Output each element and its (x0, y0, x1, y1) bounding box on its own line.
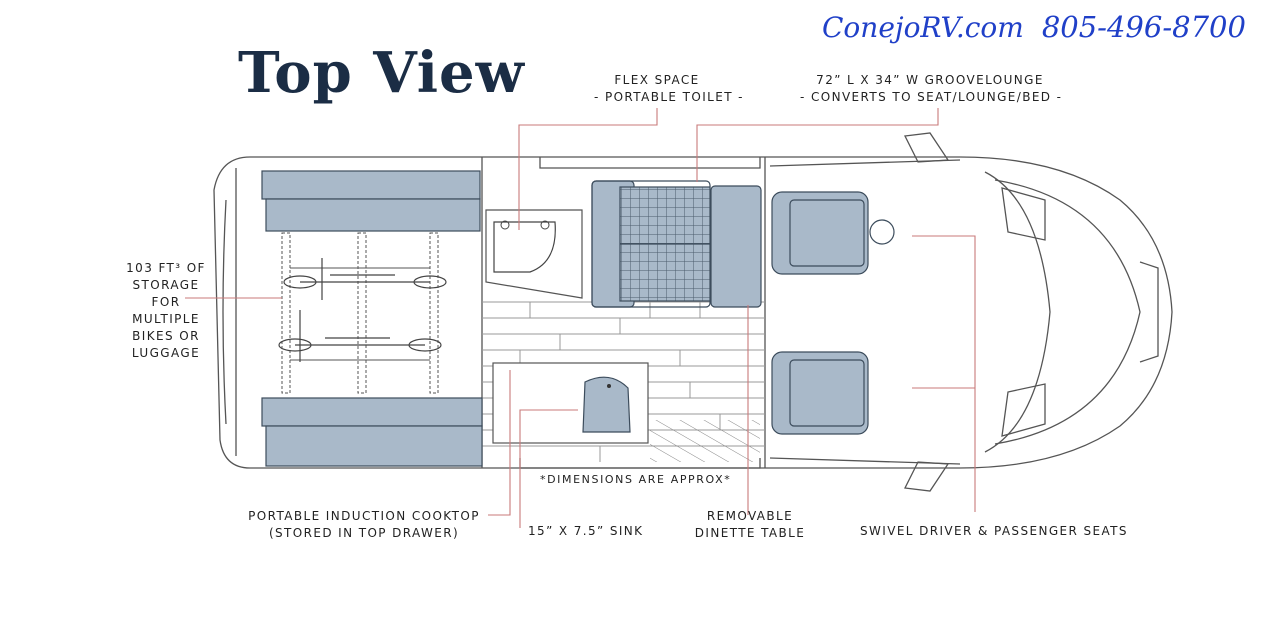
cooktop-label-line: (STORED IN TOP DRAWER) (268, 526, 460, 540)
storage-label: 103 FT³ OF STORAGE FOR MULTIPLE BIKES OR… (112, 260, 220, 362)
groovelounge-label: 72” L X 34” W GROOVELOUNGE - CONVERTS TO… (800, 72, 1063, 106)
dealer-website[interactable]: ConejoRV.com (822, 11, 1024, 44)
van-body-outline (213, 132, 1173, 492)
storage-label-line: STORAGE (132, 278, 200, 292)
storage-label-line: MULTIPLE (132, 312, 200, 326)
swivel-cab-seats (771, 191, 895, 435)
dinette-table-label: REMOVABLE DINETTE TABLE (690, 508, 810, 542)
sink-label: 15” X 7.5” SINK (528, 524, 644, 538)
cooktop-label-line: PORTABLE INDUCTION COOKTOP (248, 509, 480, 523)
bike-rack (281, 232, 439, 394)
dinette-table-label-line: REMOVABLE (706, 509, 794, 523)
dinette-table-label-line: DINETTE TABLE (694, 526, 806, 540)
storage-label-line: FOR (151, 295, 181, 309)
flex-space-toilet (485, 209, 583, 299)
galley-counter (492, 362, 760, 462)
dimensions-note: *DIMENSIONS ARE APPROX* (540, 473, 732, 486)
rear-bed-cushions (261, 170, 483, 467)
bike-icon (278, 258, 447, 362)
page-title: Top View (238, 40, 525, 106)
flex-space-label-line: - PORTABLE TOILET - (594, 90, 744, 104)
groovelounge-seat (591, 180, 762, 308)
flex-space-label: FLEX SPACE - PORTABLE TOILET - (594, 72, 744, 106)
groovelounge-label-line: 72” L X 34” W GROOVELOUNGE (816, 73, 1044, 87)
swivel-seats-label: SWIVEL DRIVER & PASSENGER SEATS (860, 524, 1128, 538)
storage-label-line: 103 FT³ OF (126, 261, 206, 275)
groovelounge-label-line: - CONVERTS TO SEAT/LOUNGE/BED - (800, 90, 1063, 104)
flex-space-label-line: FLEX SPACE (614, 73, 700, 87)
cooktop-label: PORTABLE INDUCTION COOKTOP (STORED IN TO… (246, 508, 482, 542)
leader-lines (185, 108, 976, 528)
storage-label-line: LUGGAGE (131, 346, 201, 360)
dealer-phone[interactable]: 805-496-8700 (1041, 10, 1246, 44)
dealer-branding: ConejoRV.com 805-496-8700 (822, 10, 1246, 44)
storage-label-line: BIKES OR (132, 329, 200, 343)
